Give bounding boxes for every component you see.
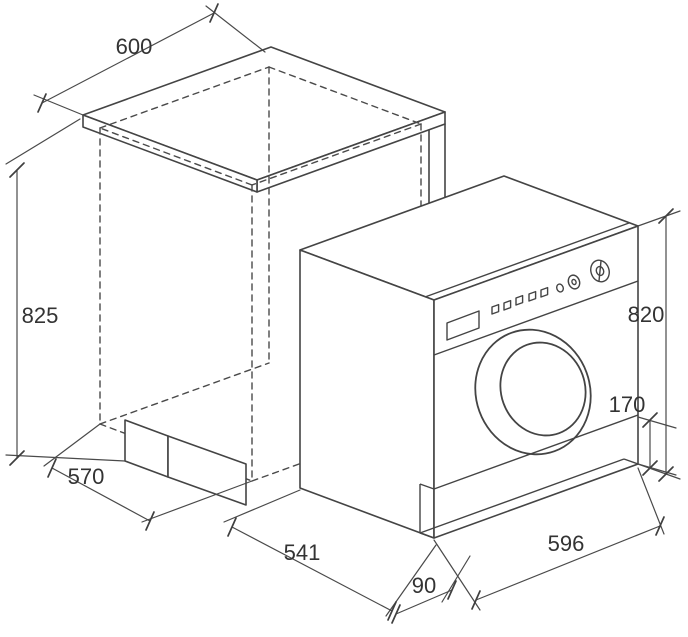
dimension-line (475, 525, 661, 601)
tick-mark (447, 580, 457, 600)
extension-line (637, 467, 665, 535)
cabinet-foot-side (124, 419, 169, 478)
extension-line (637, 210, 681, 227)
extension-line (637, 416, 677, 429)
small-knob (567, 274, 581, 290)
niche-top-right-edge (268, 66, 422, 125)
dimension-plinth-height: 170 (609, 392, 677, 476)
dimension-machine-height: 820 (628, 208, 681, 482)
tick-mark (209, 3, 219, 23)
extension-line (637, 463, 681, 480)
niche-bottom-rear-edge (99, 362, 270, 425)
small-knob-center (571, 278, 577, 286)
dimension-niche-depth: 570 (43, 423, 253, 531)
tick-mark (655, 516, 665, 536)
tick-mark (145, 511, 155, 531)
program-knob-center (595, 265, 605, 277)
worktop-top-face (82, 46, 446, 181)
cabinet-foot-front (167, 435, 247, 506)
tick-mark (471, 590, 481, 610)
extension-line (5, 118, 81, 165)
machine-door (474, 328, 592, 456)
dimension-niche-width: 600 (33, 3, 266, 116)
tick-mark (227, 517, 237, 537)
tick-mark (391, 604, 401, 624)
dimension-machine-width: 596 (433, 467, 665, 611)
dimensions: 600 825 570 (5, 3, 681, 624)
extension-line (5, 454, 126, 462)
plinth-notch-bottom (419, 532, 435, 539)
cabinet-feet (124, 419, 247, 506)
dimension-line (41, 12, 215, 104)
dimension-line (51, 467, 151, 522)
program-knob (590, 259, 610, 283)
tick-mark (658, 208, 674, 224)
tick-mark (642, 412, 658, 428)
extension-line (205, 5, 266, 53)
extension-line (33, 94, 84, 116)
kick-right-edge (623, 458, 639, 465)
extension-line (141, 480, 253, 523)
niche-top-rear-edge (99, 66, 270, 129)
tick-mark (387, 601, 397, 621)
control-panel-bottom-line (433, 280, 639, 356)
worktop-left-edge (82, 114, 258, 193)
niche-top-front-edge (251, 123, 422, 186)
kick-bottom-edge (419, 458, 625, 534)
dimension-machine-depth: 541 (223, 489, 437, 621)
dimension-niche-height: 825 (5, 118, 126, 466)
machine-top-front-inner-edge (424, 222, 630, 298)
machine-height-value: 820 (628, 302, 665, 327)
machine-depth-value: 541 (284, 540, 321, 565)
washing-machine (299, 175, 639, 539)
niche-width-value: 600 (116, 34, 153, 59)
plinth-top-line (433, 414, 639, 490)
program-button (515, 294, 524, 306)
door-protrusion-value: 90 (412, 573, 436, 598)
tick-mark (47, 458, 57, 478)
tick-mark (9, 162, 25, 178)
niche-depth-value: 570 (68, 464, 105, 489)
plinth-height-value: 170 (609, 392, 646, 417)
extension-line (43, 423, 101, 467)
display-window (446, 310, 480, 341)
door-inner-ring (499, 341, 587, 437)
program-button (540, 286, 549, 298)
extension-line (223, 489, 301, 523)
tick-mark (658, 466, 674, 482)
indicator-light (555, 283, 565, 293)
tick-mark (37, 93, 47, 113)
machine-plinth (419, 414, 639, 539)
extension-line (433, 539, 481, 611)
machine-width-value: 596 (548, 531, 585, 556)
control-panel (433, 259, 639, 356)
dimension-line (231, 526, 393, 612)
machine-side-face (299, 249, 435, 539)
extension-line (441, 555, 471, 603)
program-knob-pointer (598, 260, 602, 282)
door-outer-ring (474, 328, 592, 456)
tick-mark (9, 450, 25, 466)
dimension-line (395, 589, 453, 615)
niche-top-left-edge (99, 127, 253, 186)
program-button (503, 299, 512, 311)
program-button (528, 290, 537, 302)
dimension-door-protrusion: 90 (391, 555, 471, 624)
niche-height-value: 825 (22, 303, 59, 328)
plinth-notch-top (419, 483, 435, 490)
program-button (491, 303, 500, 315)
